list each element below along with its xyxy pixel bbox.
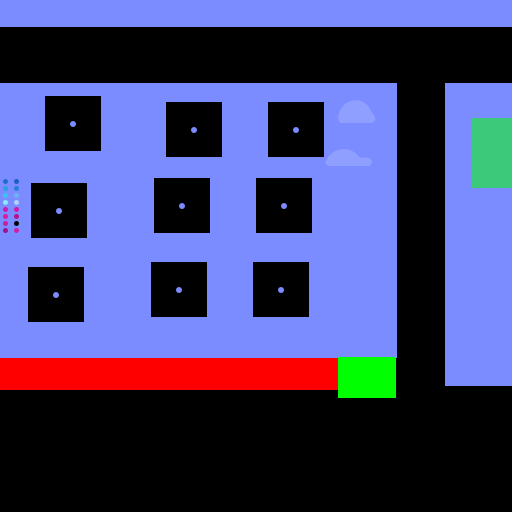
legend-dot bbox=[14, 228, 19, 233]
block-dot bbox=[278, 287, 284, 293]
legend-dot bbox=[14, 193, 19, 198]
legend-dot bbox=[14, 200, 19, 205]
cloud-shape-bottom bbox=[325, 148, 372, 166]
block-dot bbox=[176, 287, 182, 293]
block bbox=[253, 262, 309, 317]
block bbox=[268, 102, 324, 157]
legend-dot bbox=[3, 200, 8, 205]
block bbox=[28, 267, 84, 322]
cloud-decoration bbox=[325, 100, 376, 166]
block bbox=[166, 102, 222, 157]
legend-dot bbox=[3, 214, 8, 219]
block-dot bbox=[56, 208, 62, 214]
main-room-floor bbox=[0, 83, 397, 358]
block bbox=[154, 178, 210, 233]
legend-dot bbox=[14, 179, 19, 184]
legend-dot bbox=[3, 193, 8, 198]
block-dot bbox=[293, 127, 299, 133]
legend-dot bbox=[14, 207, 19, 212]
block-dot bbox=[281, 203, 287, 209]
block bbox=[151, 262, 207, 317]
lava-strip bbox=[0, 358, 338, 390]
block-dot bbox=[70, 121, 76, 127]
top-wall bbox=[0, 0, 512, 27]
cloud-shape-top bbox=[338, 100, 376, 123]
legend-dot bbox=[14, 221, 19, 226]
block bbox=[45, 96, 101, 151]
legend-dot bbox=[3, 186, 8, 191]
block-dot bbox=[191, 127, 197, 133]
legend-dot bbox=[3, 221, 8, 226]
status-legend bbox=[3, 179, 23, 237]
block-dot bbox=[179, 203, 185, 209]
exit-door[interactable] bbox=[472, 118, 512, 188]
legend-dot bbox=[14, 186, 19, 191]
block bbox=[31, 183, 87, 238]
legend-dot bbox=[14, 214, 19, 219]
block-dot bbox=[53, 292, 59, 298]
legend-dot bbox=[3, 207, 8, 212]
block bbox=[256, 178, 312, 233]
legend-dot bbox=[3, 228, 8, 233]
goal-tile[interactable] bbox=[338, 357, 396, 398]
legend-dot bbox=[3, 179, 8, 184]
